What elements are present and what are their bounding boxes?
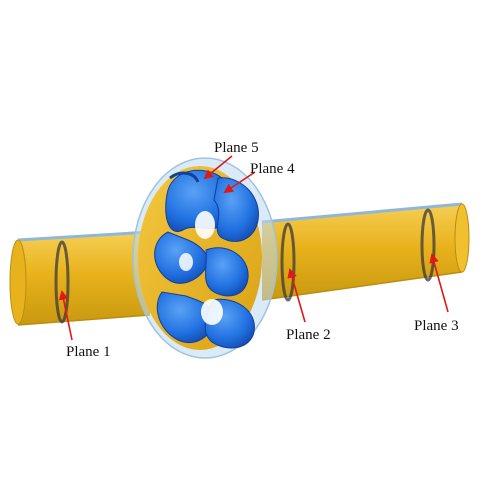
- inlet-pipe: [9, 230, 151, 326]
- arrow-plane-5: [203, 155, 233, 180]
- plane-rings: [54, 208, 436, 324]
- label-plane-4: Plane 4: [250, 161, 295, 177]
- rotor-lobes: [154, 169, 259, 349]
- label-arrows: [58, 155, 449, 341]
- label-plane-5: Plane 5: [214, 140, 259, 156]
- label-plane-3: Plane 3: [414, 318, 459, 334]
- arrow-plane-3: [429, 253, 449, 313]
- outlet-pipe: [261, 202, 470, 301]
- plane-3-ring: [420, 208, 436, 282]
- label-plane-2: Plane 2: [286, 327, 331, 343]
- arrow-plane-1: [58, 290, 73, 341]
- arrow-plane-2: [287, 268, 306, 323]
- plane-labels: Plane 5 Plane 4 Plane 2 Plane 3 Plane 1: [66, 140, 459, 360]
- label-plane-1: Plane 1: [66, 344, 111, 360]
- plane-1-ring: [54, 240, 70, 324]
- plane-2-ring: [280, 222, 296, 302]
- arrow-plane-4: [223, 171, 256, 194]
